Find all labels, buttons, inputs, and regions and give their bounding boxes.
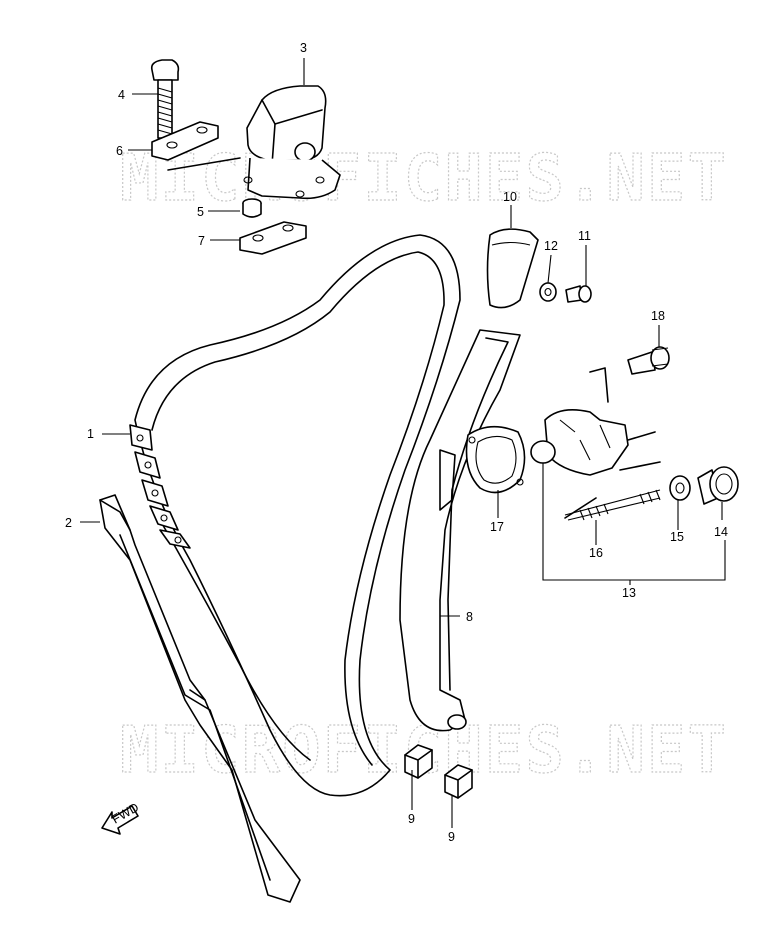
callout-14: 14 bbox=[714, 525, 728, 539]
callout-2: 2 bbox=[65, 516, 72, 530]
callout-10: 10 bbox=[503, 190, 517, 204]
part-tensioner-13 bbox=[530, 367, 661, 476]
part-screw-11 bbox=[565, 285, 592, 303]
callout-9a: 9 bbox=[408, 812, 415, 826]
callout-9b: 9 bbox=[448, 830, 455, 844]
callout-18: 18 bbox=[651, 309, 665, 323]
part-stopper-10 bbox=[486, 228, 539, 309]
part-bolt-18 bbox=[627, 346, 670, 375]
callout-13: 13 bbox=[622, 586, 636, 600]
part-spring-16 bbox=[564, 489, 661, 521]
bracket-13 bbox=[542, 463, 726, 581]
callout-1: 1 bbox=[87, 427, 94, 441]
callout-6: 6 bbox=[116, 144, 123, 158]
watermark-top: MICROFICHES.NET bbox=[120, 142, 728, 216]
part-washer-12 bbox=[539, 282, 557, 302]
callout-17: 17 bbox=[490, 520, 504, 534]
part-washer-15 bbox=[669, 475, 691, 501]
part-cap-bolt-14 bbox=[697, 466, 739, 505]
part-bolt-4 bbox=[150, 59, 180, 139]
leader-lines bbox=[80, 58, 723, 828]
part-plate-7 bbox=[239, 221, 307, 255]
callout-16: 16 bbox=[589, 546, 603, 560]
part-chain-guide-top bbox=[243, 85, 341, 200]
callout-3: 3 bbox=[300, 41, 307, 55]
callout-4: 4 bbox=[118, 88, 125, 102]
callout-15: 15 bbox=[670, 530, 684, 544]
part-chain-guide-2 bbox=[99, 494, 301, 903]
part-plate-6 bbox=[151, 121, 241, 171]
part-slipper-9a bbox=[404, 744, 433, 779]
part-slipper-9b bbox=[444, 764, 473, 799]
fwd-arrow-icon: FWD bbox=[101, 800, 141, 835]
callout-12: 12 bbox=[544, 239, 558, 253]
callout-7: 7 bbox=[198, 234, 205, 248]
part-cam-chain-1 bbox=[129, 234, 461, 797]
callout-8: 8 bbox=[466, 610, 473, 624]
callout-5: 5 bbox=[197, 205, 204, 219]
part-collar-5 bbox=[242, 198, 262, 218]
part-gasket-17 bbox=[465, 425, 526, 494]
callout-11: 11 bbox=[578, 229, 591, 243]
